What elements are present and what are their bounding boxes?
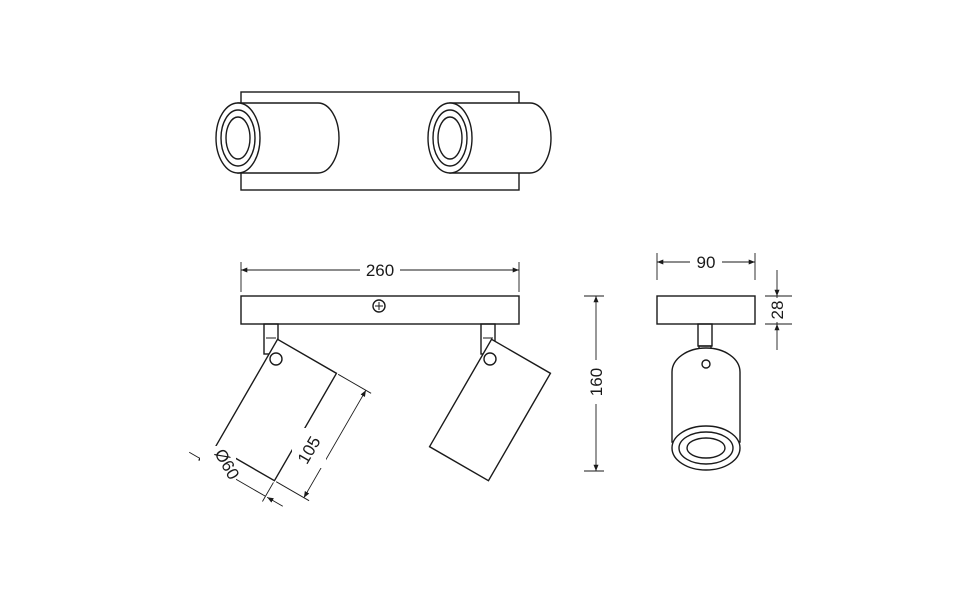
dimension-base-height: 28 xyxy=(765,270,792,350)
side-view-base xyxy=(656,295,756,325)
screw-icon xyxy=(372,299,386,313)
top-view-spotlight-right xyxy=(427,102,552,174)
dimension-total-height-label: 160 xyxy=(587,368,606,396)
dimension-base-height-label: 28 xyxy=(768,301,787,320)
side-view: 90 28 xyxy=(656,253,792,471)
dimension-length: 260 xyxy=(240,261,520,292)
dimension-depth: 90 xyxy=(656,253,756,280)
dimension-depth-label: 90 xyxy=(697,253,716,272)
front-view-base-bar xyxy=(240,295,520,325)
side-view-head-body xyxy=(671,347,741,443)
top-view xyxy=(215,91,552,191)
dimension-total-height: 160 xyxy=(584,295,606,472)
dimension-head-length xyxy=(275,373,372,502)
dimension-length-label: 260 xyxy=(366,261,394,280)
top-view-spotlight-left xyxy=(215,102,340,174)
front-view-spotlight-right xyxy=(428,323,552,482)
front-view-spotlight-left xyxy=(214,323,338,482)
front-view: 260 xyxy=(189,261,606,507)
